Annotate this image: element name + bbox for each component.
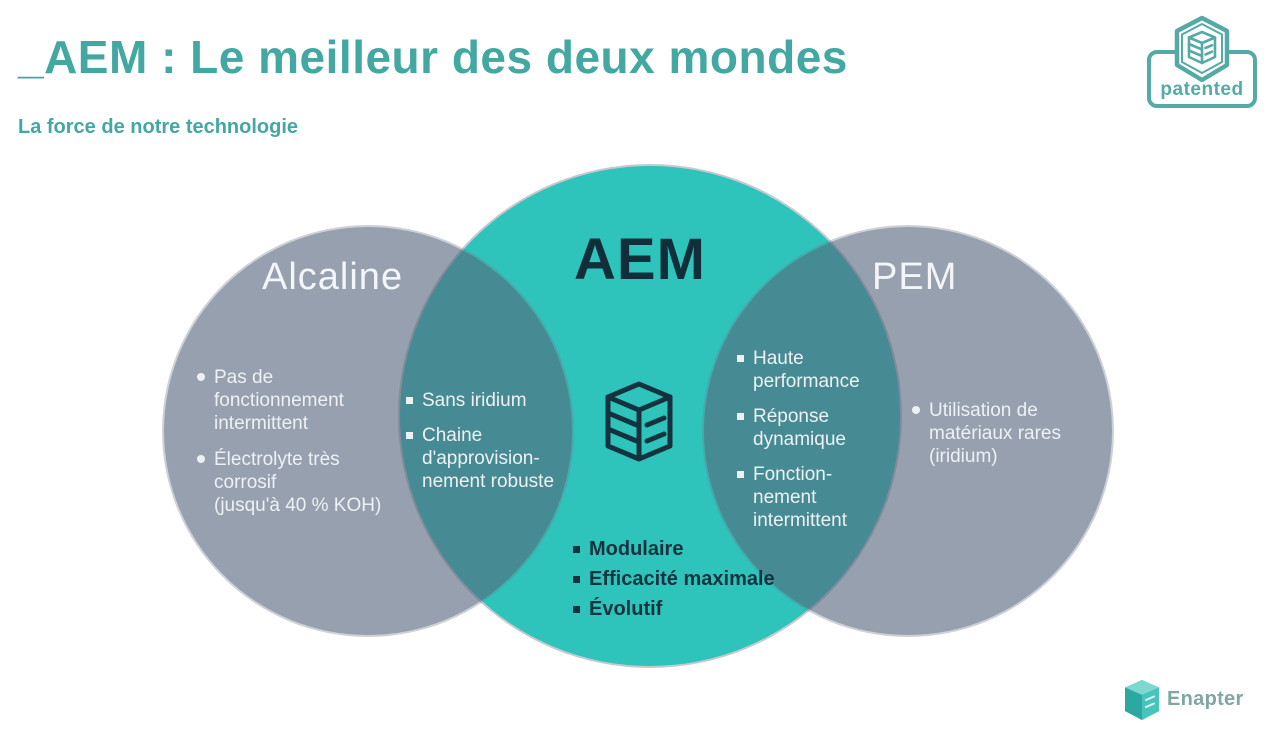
list-item-text: Électrolyte très corrosif (jusqu'à 40 % … <box>214 449 382 516</box>
list-item: Modulaire <box>573 538 775 561</box>
list-item: Efficacité maximale <box>573 568 775 591</box>
alcaline-list: Pas de fonctionnement intermittent Élect… <box>197 366 381 517</box>
list-item: Électrolyte très corrosif (jusqu'à 40 % … <box>197 448 381 517</box>
aem-pem-overlap-list: Haute performance Réponse dynamique Fonc… <box>737 347 860 532</box>
list-item-text: Sans iridium <box>422 390 527 411</box>
bullet-dot-icon <box>912 406 920 414</box>
patent-cube-hexagon-icon <box>1174 15 1230 83</box>
circle-alcaline <box>164 227 572 635</box>
pem-list: Utilisation de matériaux rares (iridium) <box>912 399 1061 468</box>
list-item: Sans iridium <box>406 389 554 412</box>
bullet-square-icon <box>573 606 580 613</box>
list-item-text: Efficacité maximale <box>589 568 775 590</box>
electrolyser-cube-icon <box>605 381 673 462</box>
aem-list: Modulaire Efficacité maximale Évolutif <box>573 538 775 621</box>
list-item-text: Chaine d'approvision- nement robuste <box>422 425 555 492</box>
enapter-cube-icon <box>1125 680 1159 720</box>
list-item-text: Modulaire <box>589 538 684 560</box>
list-item-text: Réponse dynamique <box>753 406 846 450</box>
list-item-text: Pas de fonctionnement intermittent <box>214 367 344 434</box>
bullet-square-icon <box>573 576 580 583</box>
bullet-square-icon <box>737 413 744 420</box>
page-title: _AEM : Le meilleur des deux mondes <box>18 31 848 83</box>
list-item: Réponse dynamique <box>737 405 860 451</box>
bullet-dot-icon <box>197 455 205 463</box>
list-item: Évolutif <box>573 598 775 621</box>
enapter-wordmark: Enapter <box>1167 688 1244 710</box>
list-item: Pas de fonctionnement intermittent <box>197 366 381 435</box>
aem-label: AEM <box>574 227 706 292</box>
page-subtitle: La force de notre technologie <box>18 116 299 138</box>
bullet-square-icon <box>406 397 413 404</box>
bullet-square-icon <box>406 432 413 439</box>
list-item: Fonction- nement intermittent <box>737 463 860 532</box>
pem-label: PEM <box>872 256 958 298</box>
bullet-square-icon <box>573 546 580 553</box>
circle-pem <box>704 227 1112 635</box>
alcaline-aem-overlap-list: Sans iridium Chaine d'approvision- nemen… <box>406 389 554 493</box>
bullet-square-icon <box>737 471 744 478</box>
list-item-text: Utilisation de matériaux rares (iridium) <box>929 400 1061 467</box>
list-item: Haute performance <box>737 347 860 393</box>
alcaline-label: Alcaline <box>262 256 404 298</box>
list-item: Chaine d'approvision- nement robuste <box>406 424 554 493</box>
list-item-text: Fonction- nement intermittent <box>753 464 847 531</box>
bullet-dot-icon <box>197 373 205 381</box>
list-item: Utilisation de matériaux rares (iridium) <box>912 399 1061 468</box>
bullet-square-icon <box>737 355 744 362</box>
list-item-text: Haute performance <box>753 348 860 392</box>
patented-label: patented <box>1160 79 1244 100</box>
list-item-text: Évolutif <box>589 598 663 620</box>
